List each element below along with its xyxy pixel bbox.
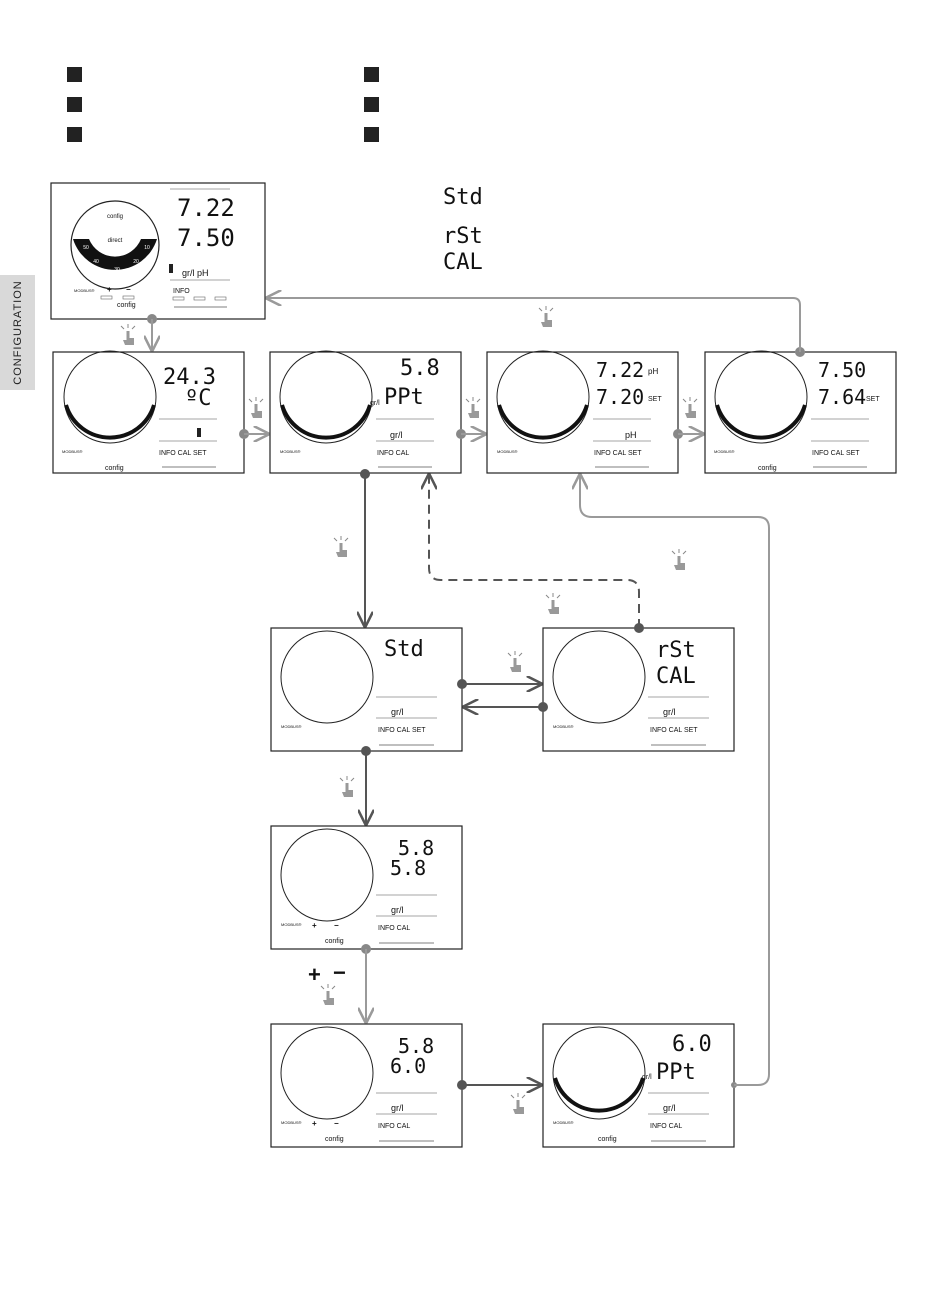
button-labels: INFO CAL: [650, 1123, 682, 1130]
screen-units: gr/l pH: [182, 268, 209, 278]
button-labels: INFO CAL: [377, 450, 409, 457]
button-labels: INFO CAL SET: [594, 450, 642, 457]
plus-button: +: [312, 1119, 317, 1128]
screen-units: gr/l: [390, 430, 403, 440]
bullet-square: [67, 67, 82, 82]
screen-units: gr/l: [391, 905, 404, 915]
screen-bottom-value: ºC: [185, 386, 212, 411]
modbus-label: MODBUS®: [280, 449, 301, 454]
button-labels: INFO CAL: [378, 925, 410, 932]
screen-salinity-ppt: 5.8 PPt gr/l gr/l MODBUS® INFO CAL: [269, 350, 462, 474]
modbus-label: MODBUS®: [74, 288, 95, 293]
screen-units: gr/l: [663, 707, 676, 717]
configuration-side-tab: CONFIGURATION: [0, 275, 35, 390]
config-label: config: [117, 302, 136, 309]
config-label: config: [105, 465, 124, 472]
legend-code-cal: CAL: [443, 250, 483, 275]
screen-temperature: 24.3 ºC MODBUS® config INFO CAL SET: [52, 350, 245, 474]
screen-top-value: 24.3: [163, 365, 216, 390]
bullet-square: [364, 97, 379, 112]
button-labels: INFO CAL SET: [650, 727, 698, 734]
screen-top-value: 7.22: [177, 194, 235, 222]
wheel-tick: 10: [144, 245, 150, 251]
screen-top-value: 5.8: [398, 1034, 434, 1058]
bullet-square: [67, 97, 82, 112]
screen-units: pH: [625, 430, 637, 440]
plus-button: +: [107, 285, 112, 294]
bullet-square: [364, 67, 379, 82]
screen-top-value: 5.8: [398, 836, 434, 860]
flow-arrows: [147, 298, 805, 1090]
screen-bottom-value: 7.64: [818, 385, 866, 409]
screen-side-unit: gr/l: [370, 400, 380, 407]
screen-bottom-value: CAL: [656, 664, 696, 689]
screen-ph: 7.22 pH 7.20 SET pH MODBUS® INFO CAL SET: [486, 350, 679, 474]
config-label: config: [758, 465, 777, 472]
modbus-label: MODBUS®: [553, 724, 574, 729]
bullet-square: [364, 127, 379, 142]
wheel-tick: 50: [83, 245, 89, 251]
screen-edit-6-0: 5.8 6.0 gr/l MODBUS® + − config INFO CAL: [270, 1023, 463, 1148]
wheel-tick: 30: [114, 267, 120, 273]
screen-top-value: 7.50: [818, 358, 866, 382]
screen-rst-cal: rSt CAL gr/l MODBUS® INFO CAL SET: [542, 627, 735, 752]
minus-button: −: [126, 285, 131, 294]
button-labels: INFO CAL SET: [812, 450, 860, 457]
screen-bottom-value: PPt: [656, 1060, 696, 1085]
screen-main-config: config direct 50 40 30 20 10 7.22 7.50 g…: [50, 182, 266, 320]
plus-symbol: +: [308, 962, 321, 987]
screen-units: gr/l: [391, 707, 404, 717]
button-labels: INFO CAL: [378, 1123, 410, 1130]
screen-saved-6-0: 6.0 PPt gr/l gr/l MODBUS® config INFO CA…: [542, 1023, 735, 1148]
modbus-label: MODBUS®: [553, 1120, 574, 1125]
screen-units: gr/l: [391, 1103, 404, 1113]
screen-side-unit: gr/l: [642, 1074, 652, 1081]
screen-edit-5-8: 5.8 5.8 gr/l MODBUS® + − config INFO CAL: [270, 825, 463, 950]
screen-bottom-unit: SET: [648, 396, 662, 403]
screen-top-value: 5.8: [400, 356, 440, 381]
minus-button: −: [334, 921, 339, 930]
legend-code-rst: rSt: [443, 224, 483, 249]
button-labels: INFO CAL SET: [378, 727, 426, 734]
screen-bottom-value: 6.0: [390, 1054, 426, 1078]
screen-std: Std gr/l MODBUS® INFO CAL SET: [270, 627, 463, 752]
minus-symbol: −: [333, 960, 346, 985]
screen-top-value: Std: [384, 637, 424, 662]
modbus-label: MODBUS®: [281, 1120, 302, 1125]
screen-bottom-value: 7.50: [177, 224, 235, 252]
config-label: config: [598, 1136, 617, 1143]
modbus-label: MODBUS®: [281, 724, 302, 729]
wheel-center-label: config: [107, 214, 123, 220]
wheel-tick: 40: [93, 259, 99, 265]
wheel-mid-label: direct: [108, 238, 123, 244]
screen-bottom-unit: SET: [866, 396, 880, 403]
plus-button: +: [312, 921, 317, 930]
screen-top-value: 7.22: [596, 358, 644, 382]
button-labels: INFO CAL SET: [159, 450, 207, 457]
modbus-label: MODBUS®: [281, 922, 302, 927]
minus-button: −: [334, 1119, 339, 1128]
screen-units: gr/l: [663, 1103, 676, 1113]
legend-code-std: Std: [443, 185, 483, 210]
config-label: config: [325, 1136, 344, 1143]
screen-bottom-value: 5.8: [390, 856, 426, 880]
screen-top-unit: pH: [648, 367, 658, 376]
modbus-label: MODBUS®: [714, 449, 735, 454]
modbus-label: MODBUS®: [62, 449, 83, 454]
screen-top-value: 6.0: [672, 1032, 712, 1057]
config-label: config: [325, 938, 344, 945]
screen-top-value: rSt: [656, 638, 696, 663]
screen-bottom-value: 7.20: [596, 385, 644, 409]
screen-orp: 7.50 7.64 SET MODBUS® config INFO CAL SE…: [704, 350, 897, 474]
screen-bottom-value: PPt: [384, 385, 424, 410]
bullet-square: [67, 127, 82, 142]
wheel-tick: 20: [133, 259, 139, 265]
button-labels: INFO: [173, 288, 190, 295]
modbus-label: MODBUS®: [497, 449, 518, 454]
